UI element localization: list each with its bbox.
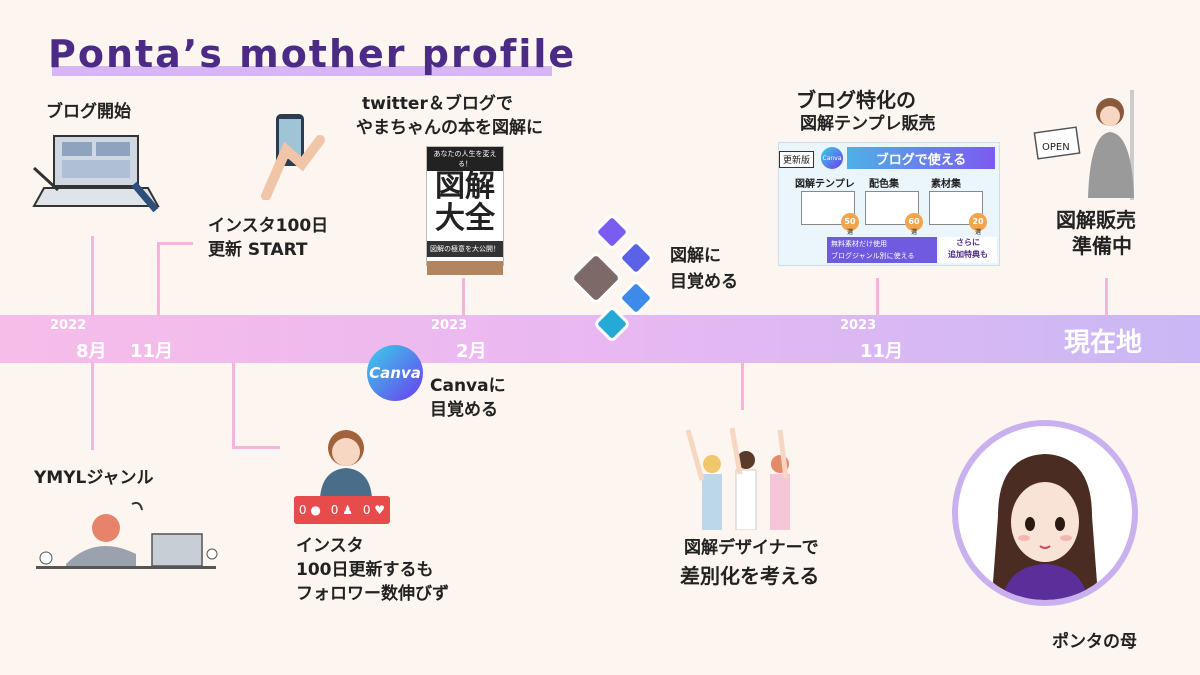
event-zukai-awake-line1: 図解に <box>670 246 721 266</box>
book-footer <box>427 261 503 275</box>
event-ymyl: YMYLジャンル <box>34 468 154 488</box>
event-twitter-blog-line1: twitter＆ブログで <box>362 94 513 114</box>
book-sub: 図解の極意を大公開！ <box>427 241 503 257</box>
template-extra-1: さらに <box>956 238 980 247</box>
event-sale-prep-line2: 準備中 <box>1072 234 1132 258</box>
diamond-cluster-icon <box>570 214 670 348</box>
connector-insta-fail-h <box>232 446 280 449</box>
insta-stats-bar: 0 ● 0 ♟ 0 ♥ <box>294 496 390 524</box>
comment-icon: ● <box>310 503 321 517</box>
event-designer-line2: 差別化を考える <box>680 564 820 588</box>
avatar <box>952 420 1138 606</box>
canva-logo-icon: Canva <box>367 345 423 401</box>
event-insta-fail-line3: フォロワー数伸びず <box>296 584 449 604</box>
insta-follower-value: 0 <box>330 503 339 517</box>
timeline-year-2023b: 2023 <box>840 318 877 333</box>
heart-icon: ♥ <box>374 503 386 517</box>
connector-ymyl <box>91 362 94 450</box>
event-insta-start-line1: インスタ100日 <box>208 216 329 236</box>
template-header: ブログで使える <box>847 147 995 169</box>
template-count-3: 20 <box>969 213 987 231</box>
book-top-text: あなたの人生を変える！ <box>427 147 503 171</box>
template-canva-logo: Canva <box>821 147 843 169</box>
event-canva-awake-line2: 目覚める <box>430 400 498 420</box>
template-badge: 更新版 <box>779 151 815 168</box>
template-note-2: ブログジャンル別に使える <box>831 252 915 260</box>
event-twitter-blog-line2: やまちゃんの本を図解に <box>356 118 543 138</box>
insta-like-value: 0 <box>362 503 371 517</box>
template-col1-name: 図解テンプレ <box>795 179 855 190</box>
tired-person-laptop-icon <box>26 494 226 578</box>
event-canva-awake-line1: Canvaに <box>430 376 506 396</box>
insta-comment-value: 0 <box>298 503 307 517</box>
event-insta-fail-line2: 100日更新するも <box>296 560 434 580</box>
shop-owner-illustration-icon <box>1030 90 1160 204</box>
connector-book <box>462 278 465 316</box>
event-insta-fail-line1: インスタ <box>296 536 364 556</box>
connector-template <box>876 278 879 316</box>
template-note-1: 無料素材だけ使用 <box>831 240 887 248</box>
event-blog-start: ブログ開始 <box>46 102 131 122</box>
event-designer-line1: 図解デザイナーで <box>684 538 819 558</box>
template-extra: さらに 追加特典も <box>939 237 997 263</box>
timeline-year-2023: 2023 <box>431 318 468 333</box>
title-block: Ponta’s mother profile <box>48 32 576 76</box>
timeline-year-2022: 2022 <box>50 318 87 333</box>
insta-follower-count: 0 ♟ <box>331 503 353 517</box>
cheering-group-icon <box>676 424 816 534</box>
template-extra-2: 追加特典も <box>948 250 988 259</box>
book-title1: 図解 <box>435 169 495 204</box>
book-title2: 大全 <box>435 201 495 236</box>
template-count-2: 60 <box>905 213 923 231</box>
title-underline <box>52 66 552 76</box>
laptop-illustration-icon <box>30 128 160 222</box>
connector-insta-start-h <box>157 242 193 245</box>
template-suffix-2: 選 <box>911 229 918 236</box>
book-cover: あなたの人生を変える！ 図解 大全 図解の極意を大公開！ <box>426 146 504 275</box>
connector-insta-start <box>157 242 160 316</box>
avatar-caption: ポンタの母 <box>1052 632 1137 652</box>
thinking-woman-icon <box>306 422 386 502</box>
open-sign: OPEN <box>1042 142 1070 153</box>
insta-comment-count: 0 ● <box>299 503 321 517</box>
timeline-month-feb: 2月 <box>456 341 487 362</box>
template-col2-name: 配色集 <box>869 179 899 190</box>
page-title: Ponta’s mother profile <box>48 32 577 76</box>
connector-sale <box>1105 278 1108 316</box>
timeline-month-nov: 11月 <box>130 341 174 362</box>
timeline-month-aug: 8月 <box>76 341 107 362</box>
connector-insta-fail <box>232 362 235 448</box>
timeline-month-nov-2023: 11月 <box>860 341 904 362</box>
template-suffix-3: 選 <box>975 229 982 236</box>
template-card: 更新版 Canva ブログで使える 図解テンプレ 配色集 素材集 50 60 2… <box>778 142 1000 266</box>
connector-designer <box>741 362 744 410</box>
template-count-1: 50 <box>841 213 859 231</box>
phone-hand-icon <box>246 110 326 204</box>
connector-blog <box>91 236 94 316</box>
event-insta-start-line2: 更新 START <box>208 240 308 260</box>
template-col3-name: 素材集 <box>931 179 961 190</box>
event-sale-prep-line1: 図解販売 <box>1056 208 1136 232</box>
event-template-sale-line2: 図解テンプレ販売 <box>800 114 936 134</box>
template-notes: 無料素材だけ使用 ブログジャンル別に使える <box>827 237 937 263</box>
event-zukai-awake-line2: 目覚める <box>670 272 738 292</box>
insta-like-count: 0 ♥ <box>363 503 385 517</box>
event-template-sale-line1: ブログ特化の <box>796 88 916 112</box>
person-icon: ♟ <box>342 503 353 517</box>
template-suffix-1: 選 <box>847 229 854 236</box>
now-label: 現在地 <box>1064 328 1143 358</box>
avatar-portrait-icon <box>992 454 1098 600</box>
